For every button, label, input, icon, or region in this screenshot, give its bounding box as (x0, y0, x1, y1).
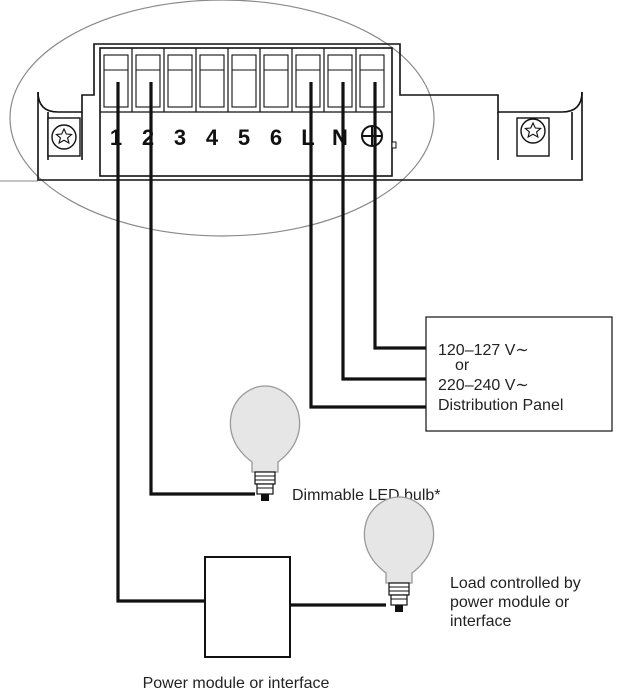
distribution-panel-box (425, 316, 613, 432)
wire-terminal-n (341, 82, 426, 381)
terminal-label-1: 1 (110, 125, 122, 150)
wire-ground (373, 82, 426, 350)
wire-terminal-1 (116, 82, 205, 603)
power-module-label: Power module or interface (143, 675, 330, 692)
terminal-label-5: 5 (238, 125, 250, 150)
led-bulb-icon (229, 385, 301, 501)
terminal-block (99, 47, 397, 177)
wires (116, 82, 426, 607)
screw-left-icon (47, 117, 81, 157)
panel-or: or (455, 357, 470, 374)
power-module-box (204, 556, 291, 658)
load-label-3: interface (450, 613, 511, 630)
terminal-label-3: 3 (174, 125, 186, 150)
zoom-ellipse (9, 0, 435, 237)
panel-title: Distribution Panel (438, 397, 563, 414)
load-bulb-icon (363, 496, 435, 612)
load-label-1: Load controlled by (450, 575, 581, 592)
panel-voltage-2: 220–240 V∼ (438, 377, 529, 394)
screw-right-icon (516, 117, 550, 157)
load-label-2: power module or (450, 594, 570, 611)
panel-voltage-1: 120–127 V∼ (438, 342, 529, 359)
terminal-label-6: 6 (270, 125, 282, 150)
ground-icon (361, 125, 383, 147)
terminal-label-n: N (332, 125, 348, 150)
terminal-label-l: L (301, 125, 314, 150)
terminal-label-4: 4 (206, 125, 219, 150)
wire-terminal-2 (149, 82, 255, 496)
dimmable-bulb-label: Dimmable LED bulb* (292, 487, 441, 504)
wire-terminal-l (309, 82, 426, 409)
